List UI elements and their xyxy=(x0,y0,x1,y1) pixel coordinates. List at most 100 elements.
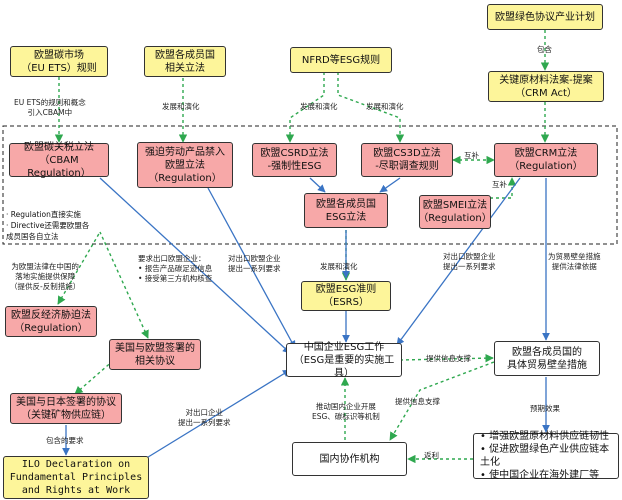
node-ilo-line3: and Rights at Work xyxy=(21,485,131,496)
label-include2: 包含的要求 xyxy=(46,436,84,445)
label-ac-note-line1: 为欧盟法律在中国的 xyxy=(11,262,79,271)
label-crm-req: 对出口欧盟企业 提出一系列要求 xyxy=(443,252,496,272)
node-cn-esg-line2: （ESG是重要的实施工具） xyxy=(293,354,395,379)
node-us-japan: 美国与日本签署的协议 （关键矿物供应链） xyxy=(10,393,122,424)
label-cbam-req: 要求出口欧盟企业： • 报告产品碳足迹信息 • 接受第三方机构核查 xyxy=(138,254,212,284)
node-nfrd: NFRD等ESG规则 xyxy=(290,47,392,73)
node-csrd-line1: 欧盟CSRD立法 xyxy=(260,148,329,159)
node-forced-labour-line1: 强迫劳动产品禁入 xyxy=(145,146,225,158)
label-info-support1: 提供信息支撑 xyxy=(426,354,471,363)
node-crm-law-line1: 欧盟CRM立法 xyxy=(514,148,578,159)
node-cs3d-line1: 欧盟CS3D立法 xyxy=(373,148,441,159)
node-effects: • 增强欧盟原材料供应链韧性 • 促进欧盟绿色产业供应链本土化 • 使中国企业在… xyxy=(473,431,619,481)
node-crma-line1: 关键原材料法案-提案 xyxy=(499,74,593,86)
node-effects-line1: • 增强欧盟原材料供应链韧性 xyxy=(480,431,610,442)
node-eu-green-plan: 欧盟绿色协议产业计划 xyxy=(487,4,603,30)
label-cbam-req-line1: 要求出口欧盟企业： xyxy=(138,254,206,263)
edge-cs3d-member xyxy=(379,177,401,193)
node-domestic: 国内协作机构 xyxy=(292,442,407,476)
label-ilo-req-line1: 对出口企业 xyxy=(185,408,224,417)
label-ets-cbam-line2: 引入CBAM中 xyxy=(27,108,73,117)
node-ilo-line2: Fundamental Principles xyxy=(9,472,143,483)
label-ilo-req-line2: 提出一系列要求 xyxy=(178,418,231,427)
node-member-states-law-line2: 相关立法 xyxy=(165,62,205,74)
edge-cbam-esg xyxy=(99,177,291,354)
node-csrd: 欧盟CSRD立法 -强制性ESG xyxy=(252,143,337,177)
node-cbam-line1: 欧盟碳关税立法 xyxy=(24,141,94,153)
label-mutual2: 互补 xyxy=(492,180,507,189)
node-member-esg-line2: ESG立法 xyxy=(325,211,367,223)
node-crma-line2: （CRM Act） xyxy=(515,87,577,99)
node-cn-esg: 中国企业ESG工作 （ESG是重要的实施工具） xyxy=(286,341,402,379)
node-nfrd-text: NFRD等ESG规则 xyxy=(301,54,381,66)
edge-usjapan-useu xyxy=(74,351,124,395)
node-anti-coercion-line2: （Regulation） xyxy=(14,322,88,334)
label-fl-req: 对出口欧盟企业 提出一系列要求 xyxy=(228,254,281,274)
node-effects-line3: • 使中国企业在海外建厂等 xyxy=(480,470,600,481)
node-anti-coercion-line1: 欧盟反经济胁迫法 xyxy=(11,309,91,321)
edge-ilo-esg xyxy=(139,369,291,463)
label-fl-req-line2: 提出一系列要求 xyxy=(228,264,281,273)
edge-trade-domestic xyxy=(389,361,495,441)
label-ac-note-line2: 落地实施提供保障 xyxy=(15,272,76,281)
node-crma: 关键原材料法案-提案 （CRM Act） xyxy=(488,71,604,102)
node-trade-barrier-line1: 欧盟各成员国的 xyxy=(512,346,582,358)
edge-forced-esg xyxy=(207,187,296,349)
label-info-support2: 提供信息支撑 xyxy=(395,397,440,406)
eu-law-region xyxy=(2,125,618,245)
label-ilo-req: 对出口企业 提出一系列要求 xyxy=(178,408,231,428)
node-eu-carbon-market-line2: （EU ETS）规则 xyxy=(21,62,97,74)
node-us-eu-line2: 相关协议 xyxy=(135,355,175,367)
node-member-esg: 欧盟各成员国 ESG立法 xyxy=(304,193,388,228)
label-dev3: 发展和演化 xyxy=(366,102,404,111)
regulation-note-line2: · Directive还需要欧盟各 xyxy=(6,221,90,230)
node-forced-labour-line3: （Regulation） xyxy=(148,172,222,184)
edge-csrd-member xyxy=(309,177,326,193)
regulation-note: · Regulation直接实施 · Directive还需要欧盟各 成员国各自… xyxy=(6,209,106,242)
label-dev2: 发展和演化 xyxy=(300,102,338,111)
label-dev1: 发展和演化 xyxy=(162,102,200,111)
node-cs3d-line2: -尽职调查规则 xyxy=(375,161,439,172)
node-smei-line1: 欧盟SMEI立法 xyxy=(422,200,488,211)
edge-anticoercion-note xyxy=(57,231,101,305)
label-legal-basis-line1: 为贸易壁垒措施 xyxy=(548,252,601,261)
node-us-japan-line2: （关键矿物供应链） xyxy=(21,409,111,421)
edge-nfrd-cs3d xyxy=(337,72,405,143)
node-esrs-line2: （ESRS） xyxy=(323,297,369,308)
label-promote-line1: 推动国内企业开展 xyxy=(315,402,376,411)
node-eu-green-plan-text: 欧盟绿色协议产业计划 xyxy=(495,11,595,23)
label-ets-cbam-line1: EU ETS的规则和概念 xyxy=(14,98,86,107)
node-cbam-line2: （CBAM Regulation） xyxy=(27,154,91,179)
node-us-japan-line1: 美国与日本签署的协议 xyxy=(16,396,116,408)
label-cbam-req-line2: • 报告产品碳足迹信息 xyxy=(138,264,213,273)
label-expected: 预期效果 xyxy=(530,404,560,413)
node-member-states-law-line1: 欧盟各成员国 xyxy=(155,49,215,61)
node-anti-coercion: 欧盟反经济胁迫法 （Regulation） xyxy=(5,306,97,337)
node-cn-esg-line1: 中国企业ESG工作 xyxy=(303,341,385,353)
label-crm-req-line1: 对出口欧盟企业 xyxy=(443,252,496,261)
label-crm-req-line2: 提出一系列要求 xyxy=(443,262,496,271)
label-fl-req-line1: 对出口欧盟企业 xyxy=(228,254,281,263)
node-domestic-text: 国内协作机构 xyxy=(319,453,380,465)
node-eu-carbon-market: 欧盟碳市场 （EU ETS）规则 xyxy=(10,46,108,77)
edge-crm-esg xyxy=(396,177,521,346)
label-dev4: 发展和演化 xyxy=(320,262,358,271)
node-us-eu: 美国与欧盟签署的 相关协议 xyxy=(109,339,201,370)
node-ilo: ILO Declaration on Fundamental Principle… xyxy=(3,456,149,499)
label-ac-note: 为欧盟法律在中国的 落地实施提供保障 （提供反-反制措施） xyxy=(10,262,80,292)
node-eu-carbon-market-line1: 欧盟碳市场 xyxy=(34,49,84,61)
edge-useu-dashed xyxy=(99,231,149,339)
edge-smei-crm xyxy=(490,177,517,199)
label-cbam-req-line3: • 接受第三方机构核查 xyxy=(138,274,213,283)
node-ilo-line1: ILO Declaration on xyxy=(21,459,131,470)
label-legal-basis: 为贸易壁垒措施 提供法律依据 xyxy=(548,252,601,272)
node-us-eu-line1: 美国与欧盟签署的 xyxy=(115,342,195,354)
node-effects-line2: • 促进欧盟绿色产业供应链本土化 xyxy=(480,444,610,468)
node-cs3d: 欧盟CS3D立法 -尽职调查规则 xyxy=(361,143,453,177)
label-feedback: 返利 xyxy=(424,451,439,460)
node-smei: 欧盟SMEI立法 （Regulation） xyxy=(418,195,492,229)
label-ac-note-line3: （提供反-反制措施） xyxy=(10,282,81,291)
node-trade-barrier-line2: 具体贸易壁垒措施 xyxy=(507,359,587,371)
edge-nfrd-csrd xyxy=(285,72,325,143)
